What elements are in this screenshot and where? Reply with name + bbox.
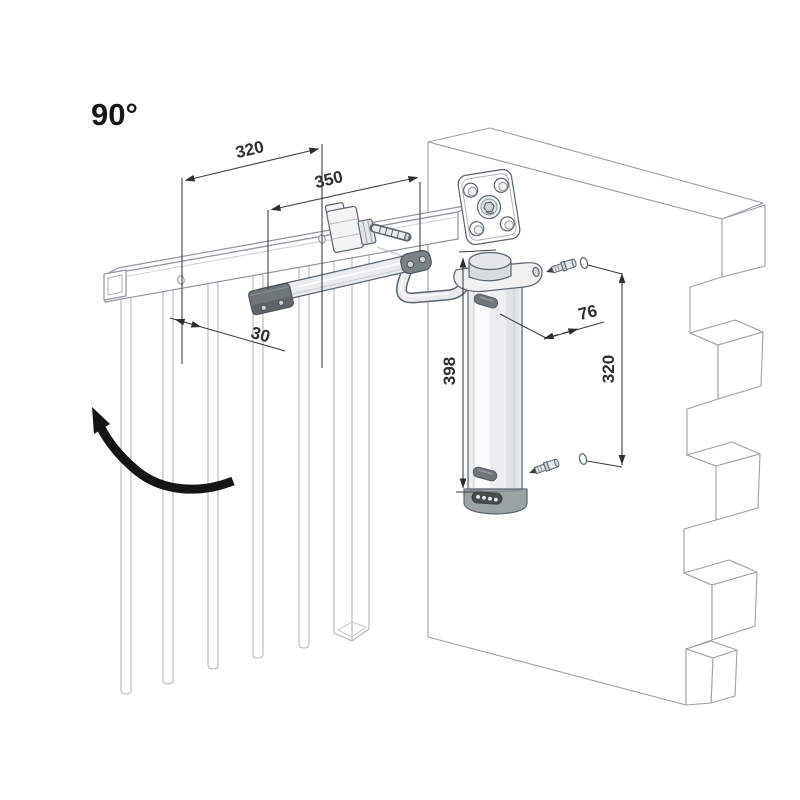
plate-hub	[476, 194, 502, 220]
wall-screw-bottom	[529, 453, 588, 475]
dim-screw-spacing: 320	[586, 264, 626, 468]
gate-bar	[120, 291, 132, 695]
wall-screw-top	[546, 257, 589, 274]
rail-end-cap	[103, 269, 127, 301]
wall-mounting-plate	[457, 168, 521, 246]
dim-arm-offset: 30	[169, 317, 286, 352]
masonry-teeth	[683, 204, 766, 706]
closer-slot-bottom	[472, 466, 498, 482]
gate-bar	[298, 259, 310, 649]
dim-label-350: 350	[313, 167, 345, 192]
gate-bar	[207, 275, 219, 670]
gate-closer	[396, 251, 543, 515]
screw-washer-top	[579, 257, 589, 269]
opening-angle-label: 90°	[91, 97, 138, 132]
gate-bar	[252, 267, 264, 659]
dim-label-30: 30	[249, 323, 272, 346]
screw-washer-bottom	[578, 453, 588, 465]
closer-top-cap	[468, 251, 512, 271]
dim-label-398: 398	[440, 357, 459, 385]
dim-wall-distance: 76	[499, 301, 605, 340]
closer-slot-top	[473, 293, 499, 309]
dim-closer-height: 398	[440, 249, 497, 493]
gate-bars	[120, 250, 370, 695]
plate-bolt	[463, 177, 515, 237]
closer-adjuster	[471, 491, 503, 505]
swing-arrowhead	[92, 407, 110, 434]
closer-arm	[248, 249, 432, 316]
arm-pivot-block	[400, 249, 432, 275]
rail-mount-bracket	[324, 202, 412, 259]
swing-arrow	[92, 407, 235, 494]
gate-end-post	[333, 250, 370, 642]
strap-end-boss	[532, 266, 540, 278]
dim-label-320-top: 320	[234, 137, 266, 162]
dim-label-76: 76	[576, 301, 599, 324]
dim-label-320-right: 320	[599, 355, 618, 383]
